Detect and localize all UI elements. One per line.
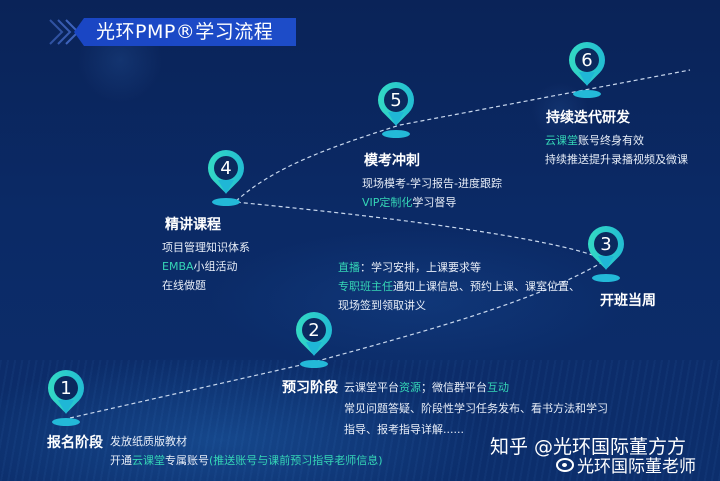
desc-line: 云课堂账号终身有效 [545, 134, 644, 147]
desc-line: 项目管理知识体系 [162, 241, 250, 254]
stage-3-desc: 直播：学习安排，上课要求等 专职班主任通知上课信息、预约上课、课室位置、 现场签… [338, 258, 580, 315]
stage-2-desc: 云课堂平台资源；微信群平台互动 常见问题答疑、阶段性学习任务发布、看书方法和学习… [344, 378, 608, 439]
stage-2-pin: 2 [288, 304, 340, 370]
page-title: 光环PMP®学习流程 [96, 21, 274, 43]
stage-5-pin: 5 [370, 74, 422, 140]
stage-4-pin: 4 [200, 142, 252, 208]
desc-line: 现场模考-学习报告-进度跟踪 [362, 177, 502, 190]
stage-number: 5 [384, 88, 408, 112]
stage-number: 1 [54, 376, 78, 400]
stage-4-desc: 项目管理知识体系 EMBA小组活动 在线做题 [162, 238, 250, 295]
stage-5-title: 模考冲刺 [364, 153, 420, 169]
stage-number: 3 [594, 232, 618, 256]
desc-line: 专职班主任通知上课信息、预约上课、课室位置、 [338, 280, 580, 293]
desc-line: 发放纸质版教材 [110, 435, 187, 448]
stage-3-title: 开班当周 [600, 293, 656, 309]
desc-line: 开通云课堂专属账号(推送账号与课前预习指导老师信息) [110, 454, 383, 467]
weibo-icon [556, 457, 574, 472]
stage-number: 6 [575, 48, 599, 72]
desc-line: VIP定制化学习督导 [362, 196, 457, 209]
stage-5-desc: 现场模考-学习报告-进度跟踪 VIP定制化学习督导 [362, 174, 502, 212]
stage-4-title: 精讲课程 [165, 217, 221, 233]
desc-line: 云课堂平台资源；微信群平台互动 [344, 381, 509, 394]
stage-1-pin: 1 [40, 362, 92, 428]
desc-line: 指导、报考指导详解...... [344, 423, 464, 436]
stage-6-pin: 6 [561, 34, 613, 100]
stage-1-desc: 发放纸质版教材 开通云课堂专属账号(推送账号与课前预习指导老师信息) [110, 432, 383, 470]
stage-number: 2 [302, 318, 326, 342]
title-bar [74, 18, 296, 46]
stage-6-title: 持续迭代研发 [546, 110, 630, 126]
weibo-watermark: 光环国际董老师 [556, 452, 696, 477]
desc-line: 常见问题答疑、阶段性学习任务发布、看书方法和学习 [344, 402, 608, 415]
stage-2-title: 预习阶段 [282, 380, 338, 396]
desc-line: EMBA小组活动 [162, 260, 238, 273]
desc-line: 在线做题 [162, 279, 206, 292]
stage-1-title: 报名阶段 [47, 435, 103, 451]
desc-line: 现场签到领取讲义 [338, 299, 426, 312]
stage-6-desc: 云课堂账号终身有效 持续推送提升录播视频及微课 [545, 131, 688, 169]
zhihu-watermark: 知乎 @光环国际董方方 [490, 436, 687, 458]
desc-line: 直播：学习安排，上课要求等 [338, 261, 481, 274]
desc-line: 持续推送提升录播视频及微课 [545, 153, 688, 166]
title-banner: 光环PMP®学习流程 [48, 18, 296, 46]
stage-number: 4 [214, 156, 238, 180]
stage-3-pin: 3 [580, 218, 632, 284]
